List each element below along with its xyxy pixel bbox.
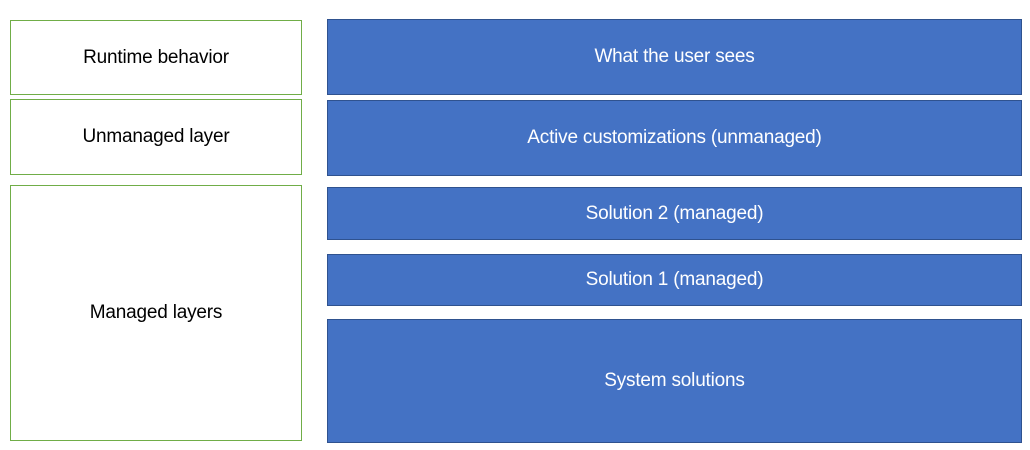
layer-box-solution-2: Solution 2 (managed) <box>327 187 1022 240</box>
label-box-runtime-behavior: Runtime behavior <box>10 20 302 95</box>
layer-label-active-customizations: Active customizations (unmanaged) <box>527 127 822 149</box>
label-unmanaged-layer: Unmanaged layer <box>82 126 230 148</box>
layer-label-system-solutions: System solutions <box>604 370 745 392</box>
layer-box-what-the-user-sees: What the user sees <box>327 19 1022 95</box>
label-runtime-behavior: Runtime behavior <box>83 46 229 68</box>
label-box-managed-layers: Managed layers <box>10 185 302 441</box>
layer-label-what-the-user-sees: What the user sees <box>594 46 755 68</box>
label-box-unmanaged-layer: Unmanaged layer <box>10 99 302 175</box>
layer-box-system-solutions: System solutions <box>327 319 1022 443</box>
layer-label-solution-2: Solution 2 (managed) <box>585 202 764 224</box>
layer-box-active-customizations: Active customizations (unmanaged) <box>327 100 1022 176</box>
layer-box-solution-1: Solution 1 (managed) <box>327 254 1022 306</box>
layer-label-solution-1: Solution 1 (managed) <box>585 269 764 291</box>
label-managed-layers: Managed layers <box>89 302 223 324</box>
